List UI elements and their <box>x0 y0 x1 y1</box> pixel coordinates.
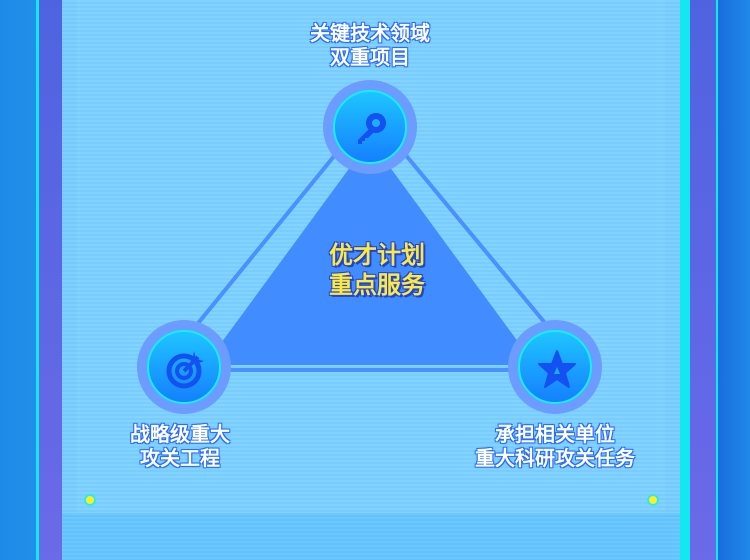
corner-dot-left <box>84 494 96 506</box>
right-cyan-border <box>680 0 690 560</box>
star-node <box>508 320 602 414</box>
key-node-line2: 双重项目 <box>330 45 410 69</box>
triangle-outline <box>158 110 586 372</box>
key-node-line1: 关键技术领域 <box>310 21 430 45</box>
center-title-line1: 优才计划 <box>329 241 425 269</box>
left-cyan-line <box>36 0 39 560</box>
left-purple-border <box>39 0 62 560</box>
right-purple-border <box>690 0 716 560</box>
key-icon <box>358 113 386 144</box>
target-node-line1: 战略级重大 <box>130 422 230 446</box>
star-icon <box>538 350 576 388</box>
target-node-line2: 攻关工程 <box>140 446 220 470</box>
target-node-label: 战略级重大 攻关工程 <box>130 422 230 470</box>
corner-dot-right <box>647 494 659 506</box>
bottom-band <box>62 513 680 560</box>
triangle-fill <box>205 140 535 365</box>
star-node-line1: 承担相关单位 <box>495 422 615 446</box>
key-node-label: 关键技术领域 双重项目 <box>310 21 430 69</box>
key-node <box>323 80 417 174</box>
target-node <box>137 320 231 414</box>
star-node-label: 承担相关单位 重大科研攻关任务 <box>475 422 635 470</box>
right-cyan-line <box>716 0 718 560</box>
star-node-line2: 重大科研攻关任务 <box>475 446 635 470</box>
center-title: 优才计划 重点服务 <box>329 240 425 300</box>
center-title-line2: 重点服务 <box>329 271 425 299</box>
target-icon <box>166 351 204 389</box>
